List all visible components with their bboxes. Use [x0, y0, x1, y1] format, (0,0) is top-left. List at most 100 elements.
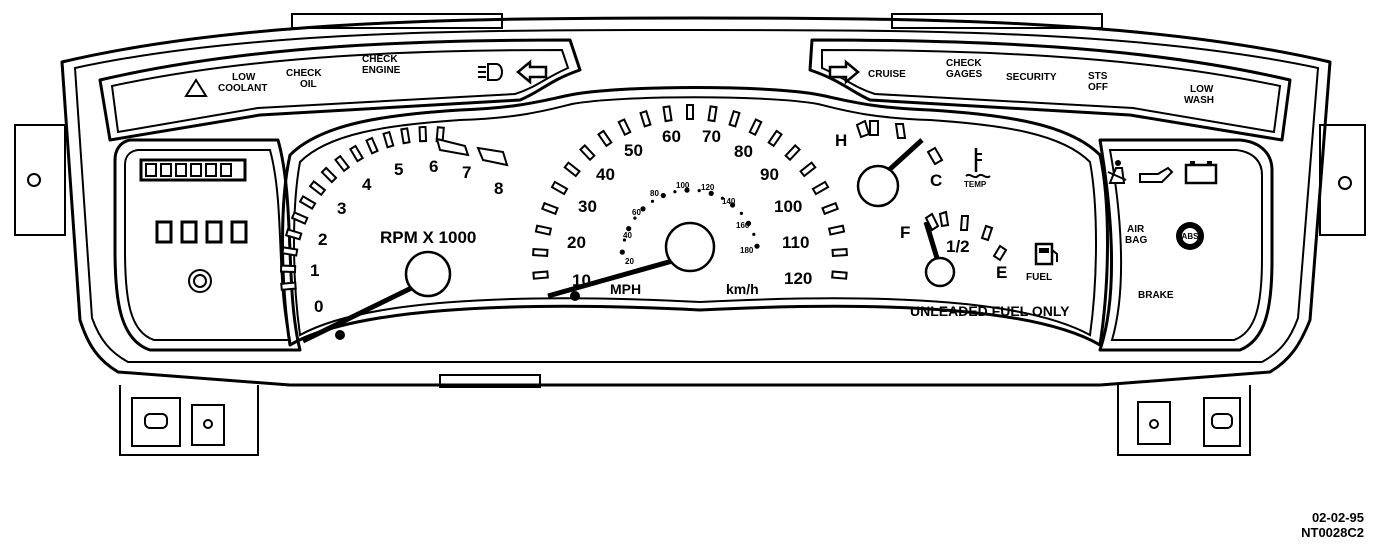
inner-bezel [73, 29, 1320, 363]
right-pod: AIR BAG ABS BRAKE [1098, 138, 1274, 352]
tach-tick-0 [280, 281, 297, 291]
diagram-date: 02-02-95 [1311, 510, 1364, 525]
kmh-dot-5 [650, 199, 655, 203]
sts-off-line1: STS [1088, 71, 1108, 82]
speed-tick-16 [784, 144, 801, 162]
kmh-num-100: 100 [676, 181, 690, 190]
battery-icon [1184, 161, 1218, 185]
gauge-face-outline [281, 86, 1109, 347]
right-mount-hole [1338, 176, 1352, 190]
fuel-tick-4 [980, 224, 994, 242]
tachometer-ticks [279, 125, 445, 291]
tach-num-2: 2 [318, 230, 327, 249]
air-bag-line1: AIR [1127, 224, 1145, 235]
odometer-digits [145, 163, 232, 177]
fuel-unleaded-note: UNLEADED FUEL ONLY [910, 303, 1070, 319]
tach-num-6: 6 [429, 157, 438, 176]
speed-tick-0 [532, 270, 549, 280]
tach-needle-stop [335, 330, 345, 340]
tach-num-7: 7 [462, 163, 471, 182]
speed-tick-1 [532, 248, 549, 257]
left-mount-hole [27, 173, 41, 187]
speed-tick-3 [540, 201, 559, 216]
security-label: SECURITY [1006, 72, 1057, 83]
tach-tick-12 [400, 127, 411, 145]
tach-num-8: 8 [494, 179, 503, 198]
kmh-dot-7 [673, 190, 677, 194]
coolant-warning-icon [184, 78, 208, 97]
speed-tick-21 [831, 248, 848, 257]
bottom-left-plug [131, 397, 181, 447]
kmh-dot-6 [660, 192, 666, 199]
speed-tick-17 [799, 161, 817, 178]
kmh-dot-1 [622, 238, 627, 242]
tach-tick-7 [320, 166, 338, 184]
fuel-half-label: 1/2 [946, 237, 970, 256]
outer-bezel [60, 16, 1332, 387]
speed-tick-20 [827, 224, 846, 236]
fuel-pump-icon [1034, 242, 1058, 266]
temp-hot-label: H [835, 131, 847, 150]
speed-tick-9 [639, 109, 652, 128]
mph-num-120: 120 [784, 269, 812, 288]
kmh-dot-3 [633, 216, 637, 220]
check-engine-line1: CHECK [362, 54, 398, 65]
cruise-label: CRUISE [868, 69, 906, 80]
kmh-num-160: 160 [736, 221, 750, 230]
mph-num-100: 100 [774, 197, 802, 216]
temperature-gauge: H C TEMP [835, 119, 991, 208]
fuel-gauge: F 1/2 E FUEL UNLEADED FUEL ONLY [900, 210, 1070, 319]
speed-tick-4 [550, 180, 569, 196]
bottom-clip [439, 374, 541, 388]
speed-needle [547, 253, 691, 299]
fuel-tick-5 [992, 244, 1008, 262]
kmh-num-60: 60 [632, 208, 641, 217]
kmh-dot-10 [708, 190, 714, 196]
temp-tick-3 [894, 123, 907, 139]
fuel-hub [924, 256, 956, 288]
check-oil-line2: OIL [300, 79, 317, 90]
tach-tick-2 [281, 246, 299, 257]
speed-tick-12 [707, 105, 718, 123]
kmh-dot-15 [752, 232, 756, 236]
seatbelt-icon [1107, 160, 1127, 184]
fuel-tick-2 [938, 210, 950, 228]
trip-display [155, 220, 248, 244]
mph-num-30: 30 [578, 197, 597, 216]
kmh-num-80: 80 [650, 189, 659, 198]
tach-redline-bar-2 [476, 146, 509, 167]
kmh-num-40: 40 [623, 231, 632, 240]
left-pod [113, 138, 302, 352]
tach-hub [404, 250, 452, 298]
top-clip-right [891, 13, 1103, 29]
fuel-full-label: F [900, 223, 910, 242]
kmh-label: km/h [726, 281, 759, 297]
tach-num-1: 1 [310, 261, 319, 280]
mph-num-70: 70 [702, 127, 721, 146]
tach-tick-3 [284, 228, 303, 241]
brake-label: BRAKE [1138, 290, 1174, 301]
speed-tick-14 [748, 118, 763, 137]
temp-tick-4 [926, 146, 944, 166]
temp-cold-label: C [930, 171, 942, 190]
trip-reset-button[interactable] [188, 269, 212, 293]
low-wash-line1: LOW [1190, 84, 1214, 95]
air-bag-line2: BAG [1125, 235, 1147, 246]
fuel-empty-label: E [996, 263, 1007, 282]
temp-tick-1 [855, 119, 871, 139]
speed-tick-5 [563, 161, 581, 178]
right-mount-tab [1319, 124, 1366, 236]
speed-tick-7 [597, 129, 613, 148]
speed-hub [664, 221, 716, 273]
speed-tick-11 [686, 104, 694, 120]
tach-rpm-label: RPM X 1000 [380, 228, 476, 247]
tach-tick-4 [290, 211, 309, 225]
abs-indicator-inner [1182, 228, 1198, 244]
headlamp-icon [478, 63, 503, 81]
kmh-dot-2 [626, 226, 632, 232]
fuel-tick-1 [924, 212, 940, 232]
tach-num-5: 5 [394, 160, 403, 179]
bottom-right-connector [1117, 385, 1251, 456]
cluster-housing [14, 13, 1366, 456]
